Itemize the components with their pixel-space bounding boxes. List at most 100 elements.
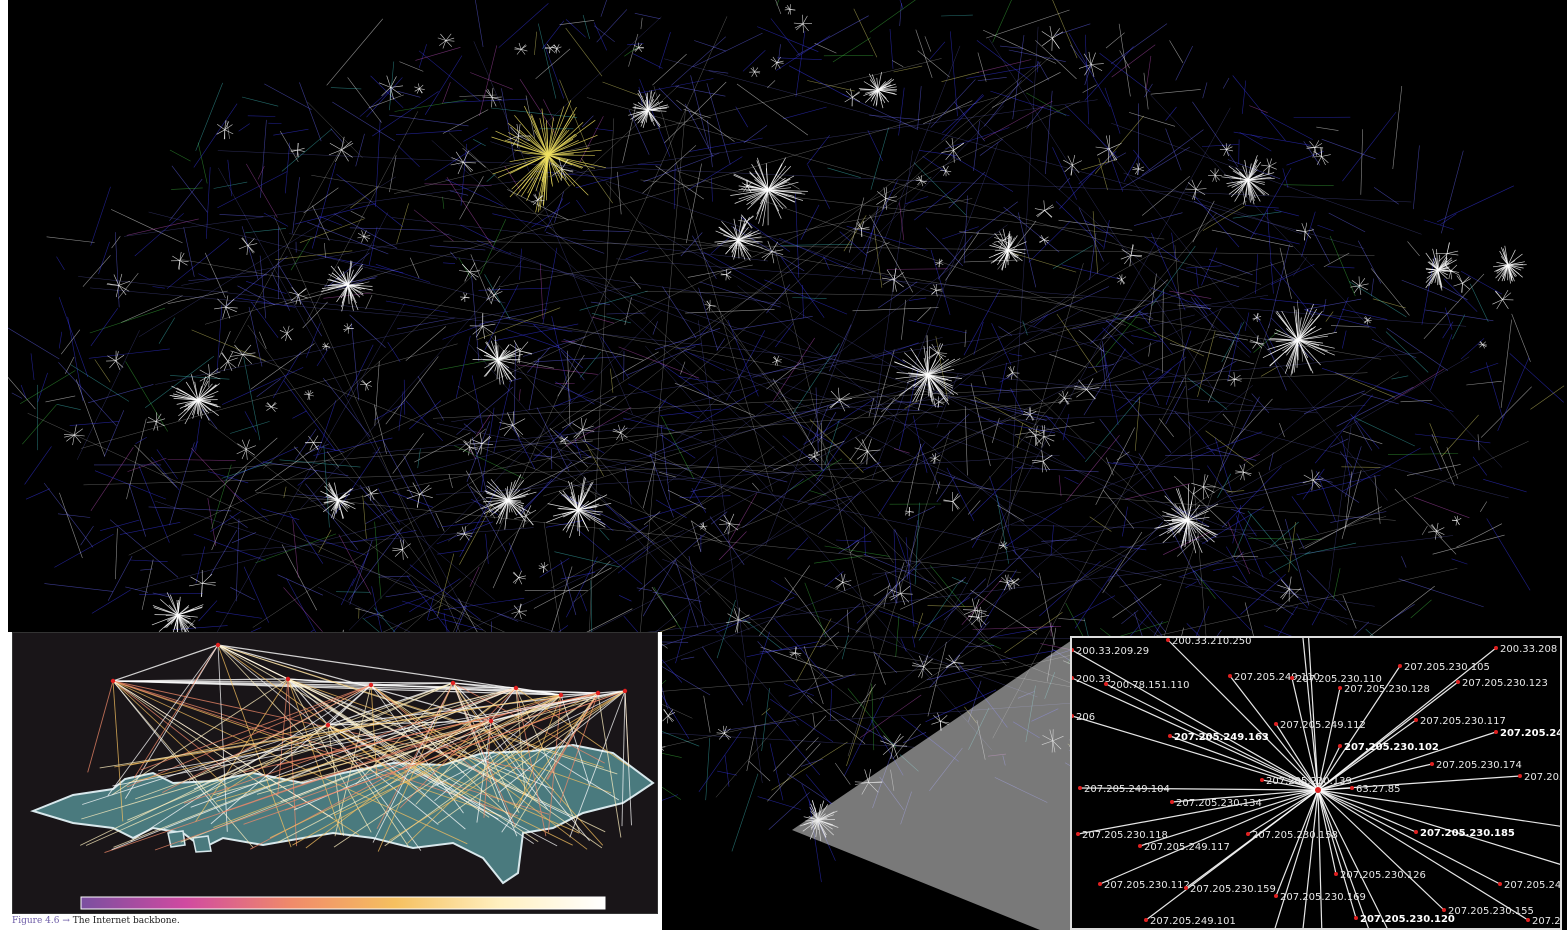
edge <box>1165 385 1186 425</box>
edge <box>115 528 118 580</box>
edge <box>1410 599 1432 619</box>
small-star <box>928 343 948 361</box>
edge <box>560 572 596 580</box>
edge <box>549 427 589 468</box>
small-star <box>216 120 234 140</box>
edge <box>886 268 948 270</box>
edge <box>664 81 727 144</box>
edge <box>1165 106 1177 121</box>
edge <box>1006 251 1077 273</box>
edge <box>1333 568 1341 599</box>
edge <box>748 760 771 782</box>
long-edge <box>668 105 1004 449</box>
long-edge <box>235 349 1086 690</box>
long-edge <box>448 132 989 639</box>
edge <box>855 436 894 482</box>
edge <box>445 178 504 207</box>
small-star <box>749 66 761 78</box>
edge <box>138 465 170 543</box>
edge <box>1342 430 1383 445</box>
small-star <box>146 412 166 431</box>
edge <box>710 511 728 525</box>
edge <box>1279 247 1292 299</box>
long-edge <box>480 324 750 631</box>
edge <box>667 489 707 510</box>
edge <box>687 156 743 191</box>
edge <box>1031 708 1059 722</box>
edge <box>1374 475 1381 524</box>
edge <box>285 142 290 194</box>
edge <box>311 162 336 249</box>
edge <box>414 432 471 463</box>
small-star <box>718 513 741 535</box>
edge <box>1056 313 1098 373</box>
edge <box>1430 334 1453 391</box>
edge <box>1185 581 1197 589</box>
edge <box>1104 87 1121 134</box>
edge <box>333 213 398 249</box>
small-star <box>1235 463 1252 481</box>
edge <box>1266 208 1274 294</box>
edge <box>1466 380 1502 386</box>
edge <box>271 272 290 311</box>
edge <box>218 330 231 358</box>
edge <box>975 201 1018 234</box>
hub-starburst <box>799 800 839 842</box>
small-star <box>760 240 784 264</box>
small-star <box>1078 51 1104 77</box>
edge <box>687 264 753 278</box>
edge <box>691 520 702 553</box>
edge <box>912 635 916 648</box>
edge <box>890 769 895 791</box>
edge <box>901 299 906 340</box>
edge <box>565 19 586 38</box>
edge <box>332 101 395 142</box>
small-star <box>962 598 987 622</box>
edge <box>894 528 908 564</box>
hub-starburst <box>481 474 537 530</box>
small-star <box>835 573 852 591</box>
long-edge <box>372 352 1422 454</box>
edge <box>971 529 984 548</box>
edge <box>1442 286 1468 301</box>
small-star <box>1058 390 1072 405</box>
ip-address-label: 207.205.230.126 <box>1340 870 1426 881</box>
edge <box>1187 377 1228 410</box>
edge <box>652 591 702 602</box>
edge <box>1311 227 1330 263</box>
edge <box>462 147 486 168</box>
edge <box>1195 267 1199 288</box>
small-star <box>1041 25 1064 51</box>
edge <box>538 23 557 99</box>
edge <box>1165 454 1228 457</box>
ip-address-label: 207.205.230.174 <box>1436 760 1522 771</box>
edge <box>997 504 1025 522</box>
edge <box>735 106 749 128</box>
small-star <box>1039 235 1050 245</box>
edge <box>245 228 287 234</box>
edge <box>1134 212 1183 226</box>
edge <box>1227 322 1242 382</box>
ip-address-label: 207.205.230.158 <box>1252 830 1338 841</box>
ip-node <box>1144 918 1148 922</box>
edge <box>1186 265 1222 269</box>
ip-address-label: 200.33.208 <box>1500 644 1557 655</box>
edge <box>1171 232 1176 260</box>
edge <box>724 755 730 787</box>
edge <box>689 137 763 152</box>
edge <box>999 374 1014 383</box>
hub-starburst <box>1154 484 1219 554</box>
edge <box>805 774 832 805</box>
edge <box>441 618 483 631</box>
edge <box>775 0 782 15</box>
hub-starburst <box>730 157 808 227</box>
edge <box>671 36 726 86</box>
small-star <box>934 396 945 408</box>
edge <box>476 240 512 255</box>
small-star <box>1492 289 1514 310</box>
edge <box>1306 570 1347 611</box>
edge <box>771 580 797 596</box>
edge <box>970 589 1038 635</box>
edge <box>582 14 590 39</box>
edge <box>403 379 406 415</box>
